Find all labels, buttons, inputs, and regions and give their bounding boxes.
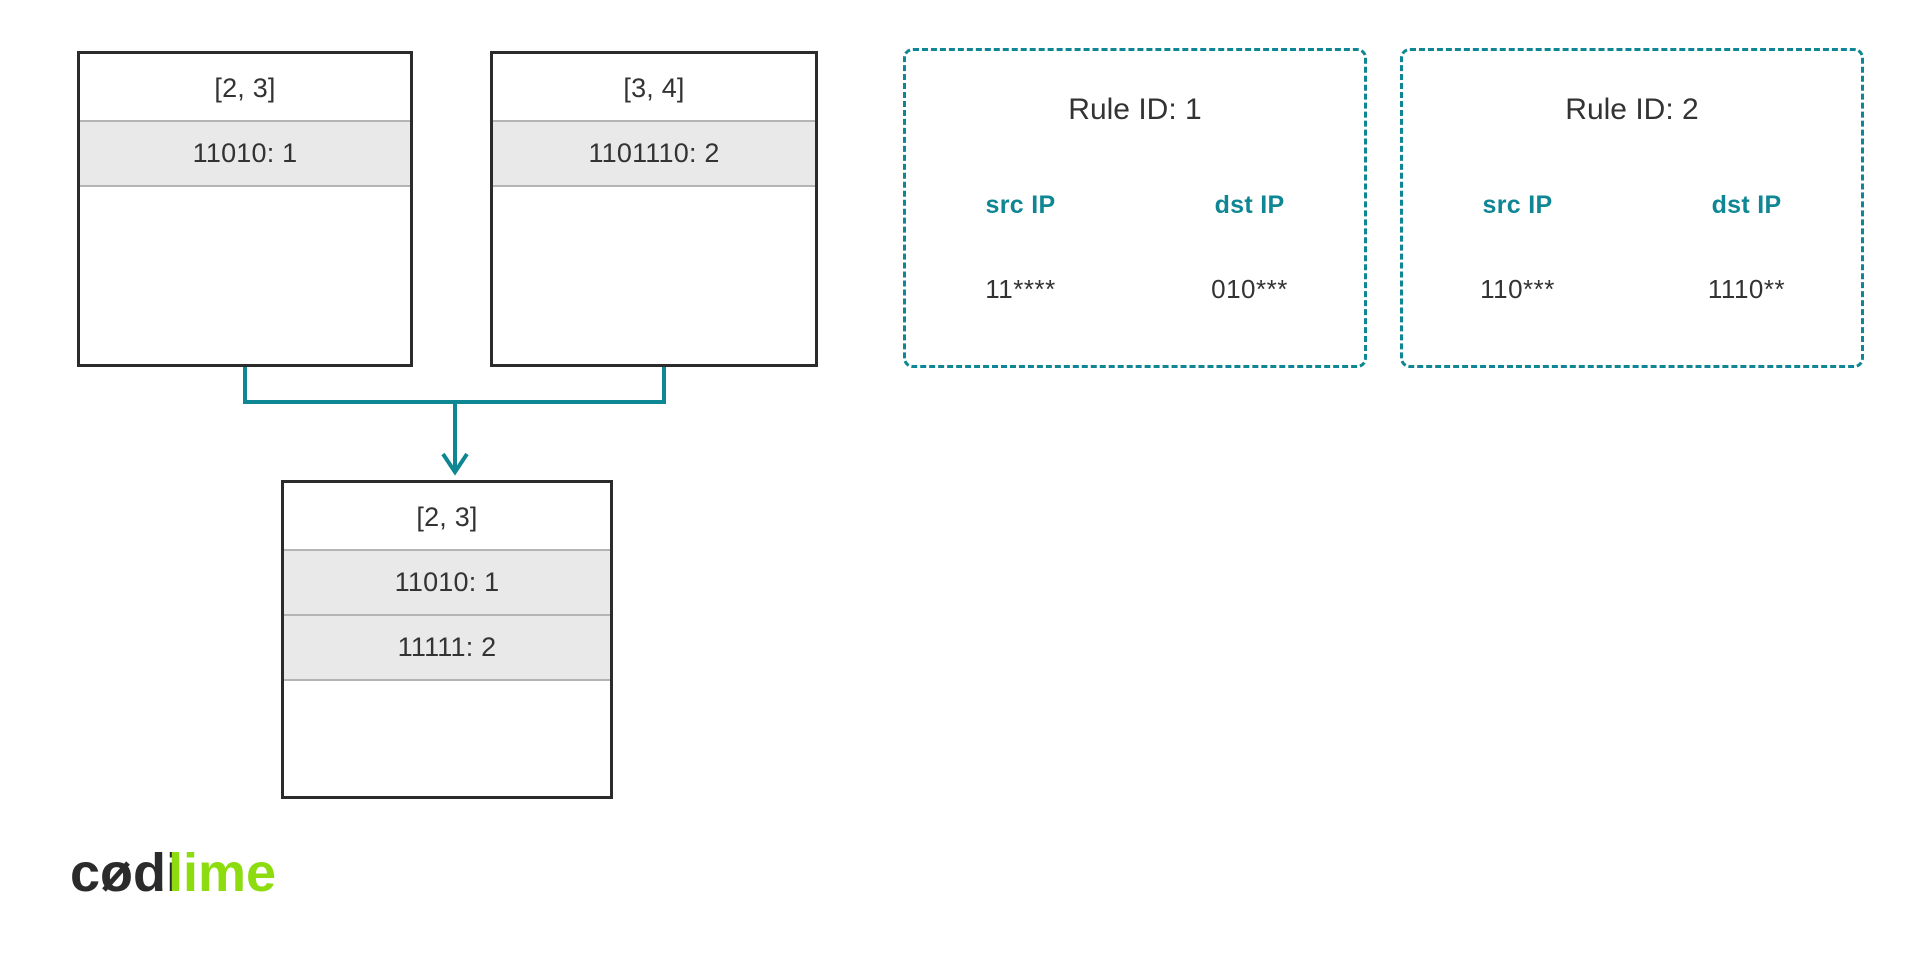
hash-node-right: [3, 4] 1101110: 2 bbox=[490, 51, 818, 367]
rule-card-1: Rule ID: 1 src IP dst IP 11**** 010*** bbox=[903, 48, 1367, 368]
hash-node-left: [2, 3] 11010: 1 bbox=[77, 51, 413, 367]
rule-card-2-dst-col: dst IP bbox=[1632, 191, 1861, 220]
rule-card-1-field-labels: src IP dst IP bbox=[906, 191, 1364, 220]
rule-card-2-dst-value: 1110** bbox=[1707, 274, 1786, 304]
rule-card-1-src-col: src IP bbox=[906, 191, 1135, 220]
rule-card-2-src-value-col: 110*** bbox=[1403, 274, 1632, 305]
rule-card-2-src-col: src IP bbox=[1403, 191, 1632, 220]
codilime-logo-mark: codi lime bbox=[70, 845, 276, 903]
hash-node-left-empty bbox=[80, 187, 410, 364]
hash-node-result-header: [2, 3] bbox=[284, 483, 610, 551]
codilime-logo-text-dark: codi bbox=[70, 845, 181, 903]
hash-node-left-header: [2, 3] bbox=[80, 54, 410, 122]
codilime-logo: codi lime bbox=[70, 845, 280, 907]
rule-card-1-dst-value-col: 010*** bbox=[1135, 274, 1364, 305]
rule-card-1-dst-value: 010*** bbox=[1211, 274, 1288, 304]
hash-node-result-entry-0: 11010: 1 bbox=[284, 549, 610, 616]
hash-node-right-entry-0: 1101110: 2 bbox=[493, 120, 815, 187]
rule-card-2: Rule ID: 2 src IP dst IP 110*** 1110** bbox=[1400, 48, 1864, 368]
rule-card-2-dst-value-col: 1110** bbox=[1632, 274, 1861, 305]
rule-card-1-src-label: src IP bbox=[985, 191, 1056, 219]
rule-card-1-title: Rule ID: 1 bbox=[1068, 93, 1202, 126]
hash-node-right-empty bbox=[493, 187, 815, 364]
hash-node-right-header: [3, 4] bbox=[493, 54, 815, 122]
codilime-logo-text-accent: lime bbox=[168, 845, 276, 903]
hash-node-result: [2, 3] 11010: 1 11111: 2 bbox=[281, 480, 613, 799]
rule-card-2-dst-label: dst IP bbox=[1711, 191, 1782, 219]
rule-card-2-title: Rule ID: 2 bbox=[1565, 93, 1699, 126]
rule-card-2-src-value: 110*** bbox=[1480, 274, 1555, 304]
rule-card-1-src-value: 11**** bbox=[985, 274, 1056, 304]
rule-card-1-dst-label: dst IP bbox=[1214, 191, 1285, 219]
hash-node-left-entry-0: 11010: 1 bbox=[80, 120, 410, 187]
hash-node-result-entry-1: 11111: 2 bbox=[284, 614, 610, 681]
hash-node-result-empty bbox=[284, 681, 610, 796]
connector-arrowhead bbox=[441, 452, 469, 476]
codilime-o-slash bbox=[102, 861, 130, 892]
rule-card-1-src-value-col: 11**** bbox=[906, 274, 1135, 305]
rule-card-1-dst-col: dst IP bbox=[1135, 191, 1364, 220]
rule-card-2-field-values: 110*** 1110** bbox=[1403, 274, 1861, 305]
rule-card-2-field-labels: src IP dst IP bbox=[1403, 191, 1861, 220]
rule-card-2-src-label: src IP bbox=[1482, 191, 1553, 219]
rule-card-1-field-values: 11**** 010*** bbox=[906, 274, 1364, 305]
